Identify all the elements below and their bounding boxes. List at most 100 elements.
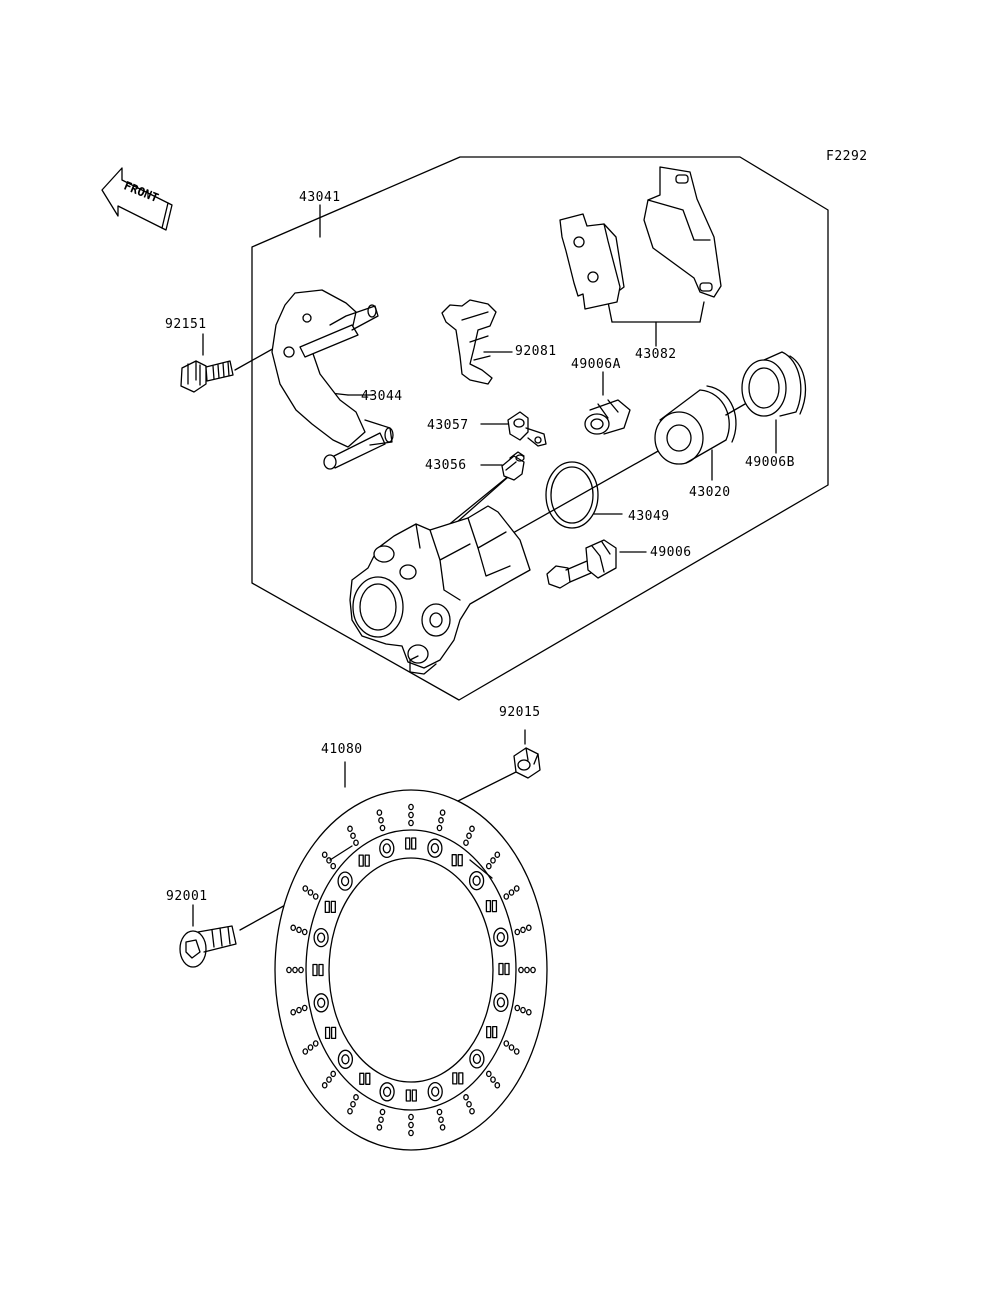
disc-rivet-center xyxy=(430,843,440,854)
disc-drill-hole xyxy=(378,817,384,824)
disc-drill-hole xyxy=(490,1076,496,1083)
disc-drill-hole xyxy=(376,1124,383,1131)
disc-drill-hole xyxy=(307,1044,314,1051)
part-number-92081: 92081 xyxy=(515,344,557,359)
disc-drill-hole xyxy=(376,809,383,816)
disc-rivet xyxy=(313,993,329,1013)
disc-rivet xyxy=(379,838,395,859)
disc-drill-hole xyxy=(290,924,297,932)
disc-drill-hole xyxy=(469,825,475,833)
disc-slot xyxy=(318,963,324,977)
disc-slot xyxy=(405,1089,411,1102)
disc-slot xyxy=(365,1072,371,1085)
disc-drill-hole xyxy=(330,1070,337,1078)
bleed-valve xyxy=(501,451,525,481)
front-arrow-icon: FRONT xyxy=(101,167,173,231)
disc-rivet xyxy=(469,1049,485,1069)
disc-drill-hole xyxy=(439,809,446,816)
disc-drill-hole xyxy=(326,1076,332,1083)
slide-pin xyxy=(546,539,617,589)
part-number-43049: 43049 xyxy=(628,509,670,524)
disc-rivet-center xyxy=(472,875,481,886)
disc-rivet xyxy=(379,1082,395,1102)
disc-rivet-center xyxy=(340,875,350,887)
pad-spring xyxy=(441,299,497,385)
disc-drill-hole xyxy=(530,966,536,974)
disc-drill-hole xyxy=(286,966,292,974)
disc-drill-hole xyxy=(353,839,359,846)
disc-slot xyxy=(330,1026,337,1040)
disc-slot xyxy=(364,854,370,867)
bolt-92001 xyxy=(179,925,237,968)
disc-drill-hole xyxy=(321,1082,328,1089)
disc-rivet xyxy=(337,1049,354,1069)
disc-drill-hole xyxy=(513,1048,520,1055)
disc-drill-hole xyxy=(514,1004,521,1012)
part-number-43044: 43044 xyxy=(361,389,403,404)
disc-drill-hole xyxy=(518,966,524,974)
disc-drill-hole xyxy=(490,857,496,864)
disc-drill-hole xyxy=(302,885,309,892)
figure-code: F2292 xyxy=(826,149,868,164)
piston-seal xyxy=(545,461,599,529)
disc-drill-hole xyxy=(307,889,314,896)
disc-rivet xyxy=(468,871,485,891)
disc-drill-hole xyxy=(292,966,298,974)
disc-slot xyxy=(324,1026,331,1040)
disc-drill-hole xyxy=(438,1116,444,1123)
disc-drill-hole xyxy=(350,1100,356,1108)
disc-slot xyxy=(485,899,492,913)
caliper-bracket xyxy=(271,289,394,470)
bleed-cap xyxy=(507,411,547,447)
disc-drill-hole xyxy=(302,1048,309,1055)
part-number-43057: 43057 xyxy=(427,418,469,433)
disc-slot xyxy=(330,900,336,914)
disc-drill-hole xyxy=(436,824,443,832)
disc-drill-hole xyxy=(408,1129,414,1137)
disc-rivet-center xyxy=(496,997,506,1008)
part-number-43020: 43020 xyxy=(689,485,731,500)
part-number-49006a: 49006A xyxy=(571,357,621,372)
disc-drill-hole xyxy=(513,885,520,892)
disc-drill-hole xyxy=(503,893,510,900)
brake-pad-inner xyxy=(559,213,625,310)
disc-drill-hole xyxy=(408,803,414,811)
disc-drill-hole xyxy=(525,924,532,932)
disc-drill-hole xyxy=(347,825,353,833)
disc-slot xyxy=(498,962,504,976)
disc-drill-hole xyxy=(466,1100,472,1108)
disc-slot xyxy=(486,1025,492,1039)
disc-drill-hole xyxy=(378,1116,384,1123)
disc-drill-hole xyxy=(298,966,304,974)
disc-rivet xyxy=(427,1081,443,1102)
disc-rivet-center xyxy=(496,932,505,943)
part-number-92015: 92015 xyxy=(499,705,541,720)
disc-rivet xyxy=(493,992,509,1013)
disc-drill-hole xyxy=(312,1040,319,1047)
disc-drill-hole xyxy=(301,1004,308,1012)
brake-disc xyxy=(274,789,548,1151)
disc-slot xyxy=(451,854,457,867)
disc-slot xyxy=(452,1072,458,1085)
disc-drill-hole xyxy=(438,817,444,824)
brake-pad-outer xyxy=(643,166,722,298)
disc-drill-hole xyxy=(520,1006,526,1014)
svg-text:FRONT: FRONT xyxy=(122,179,161,206)
part-number-41080: 41080 xyxy=(321,742,363,757)
disc-slot xyxy=(324,900,330,914)
disc-drill-hole xyxy=(408,811,414,819)
disc-drill-hole xyxy=(463,1094,469,1101)
disc-drill-hole xyxy=(290,1008,297,1016)
disc-rivet-center xyxy=(431,1086,440,1097)
disc-drill-hole xyxy=(463,839,469,846)
caliper-body xyxy=(349,505,531,675)
disc-drill-hole xyxy=(408,1113,414,1121)
disc-rivet-center xyxy=(341,1054,350,1065)
disc-drill-hole xyxy=(525,1008,532,1016)
disc-rivet xyxy=(493,927,509,947)
disc-drill-hole xyxy=(494,1082,501,1089)
dust-seal xyxy=(741,351,807,417)
disc-drill-hole xyxy=(436,1108,443,1116)
